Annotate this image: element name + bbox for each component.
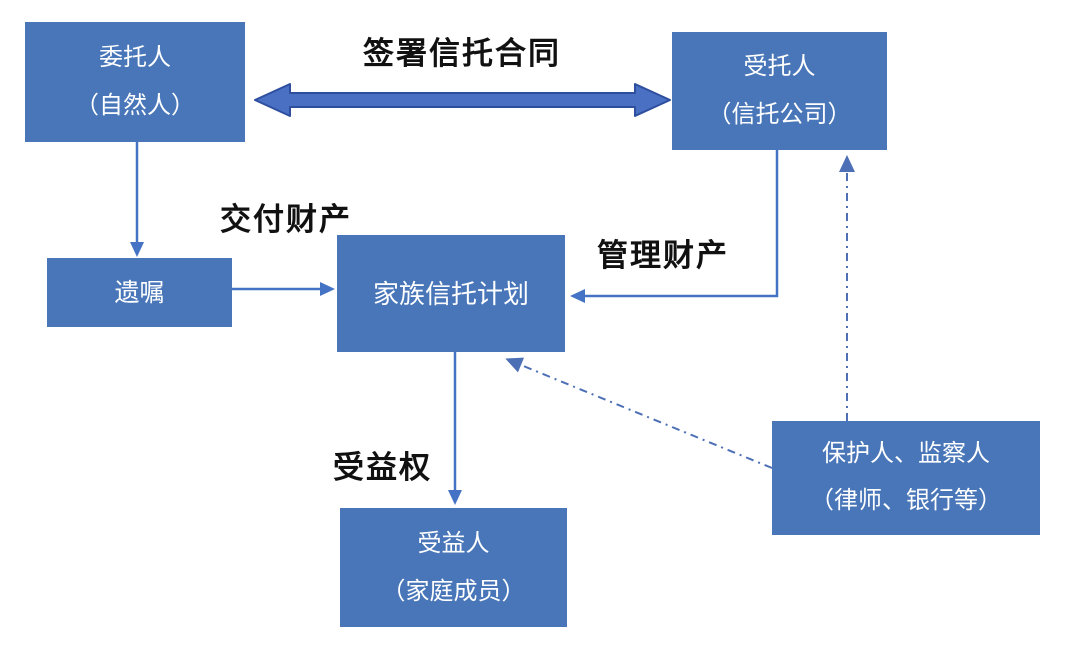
node-trustee-title: 受托人 (743, 53, 816, 80)
node-settlor-subtitle: （自然人） (75, 92, 195, 119)
node-trustee-subtitle: （信托公司） (707, 101, 852, 128)
node-protector-title: 保护人、监察人 (822, 440, 990, 468)
node-will: 遗嘱 (47, 258, 232, 327)
node-beneficiary: 受益人 （家庭成员） (340, 508, 567, 627)
arrow-sign-contract (254, 83, 671, 117)
node-trustee: 受托人 （信托公司） (672, 32, 887, 150)
node-settlor-title: 委托人 (99, 44, 171, 71)
node-settlor: 委托人 （自然人） (25, 22, 245, 142)
node-beneficiary-title: 受益人 (417, 529, 490, 557)
node-protector-subtitle: （律师、银行等） (810, 487, 1002, 514)
node-beneficiary-subtitle: （家庭成员） (381, 577, 526, 605)
edge-label-deliver-property: 交付财产 (220, 202, 352, 237)
node-trust-plan: 家族信托计划 (337, 235, 565, 352)
node-will-title: 遗嘱 (114, 278, 165, 307)
arrow-protector-to-trust-plan (505, 357, 773, 469)
node-protector: 保护人、监察人 （律师、银行等） (772, 421, 1040, 535)
node-trust-plan-title: 家族信托计划 (372, 278, 529, 309)
edge-label-sign-contract: 签署信托合同 (363, 36, 561, 71)
edge-label-manage-property: 管理财产 (597, 238, 729, 273)
edge-label-beneficial-right: 受益权 (333, 450, 432, 485)
